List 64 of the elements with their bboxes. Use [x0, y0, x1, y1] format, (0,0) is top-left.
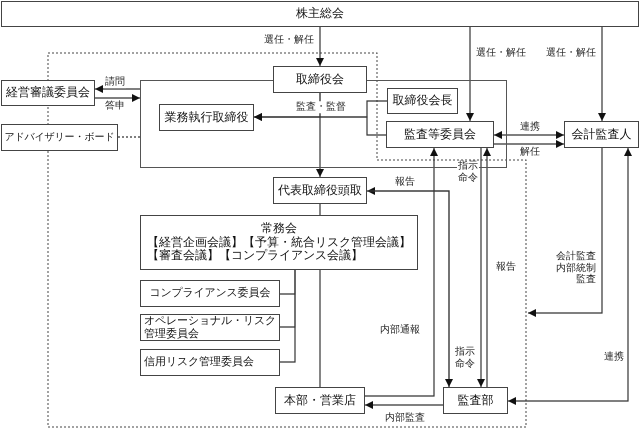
arrow — [466, 27, 474, 121]
edge-label: 選任・解任 — [545, 47, 597, 59]
arrow — [528, 148, 603, 317]
org-box — [1, 124, 118, 151]
box-label: コンプライアンス委員会 — [150, 287, 270, 300]
box-label: 会計監査人 — [572, 128, 632, 142]
arrow — [477, 148, 485, 387]
org-box — [1, 1, 639, 27]
box-label: 監査部 — [458, 394, 494, 408]
box-label: 業務執行取締役 — [164, 110, 248, 124]
edge-label: 指示命令 — [457, 160, 479, 184]
org-box — [140, 349, 280, 376]
edge-label: 解任 — [519, 146, 541, 158]
box-label: アドバイザリー・ボード — [4, 132, 114, 144]
arrow — [494, 131, 564, 139]
arrow — [95, 85, 140, 93]
arrow — [365, 148, 438, 397]
box-label: 取締役会長 — [392, 94, 452, 108]
org-box — [273, 66, 367, 93]
arrow — [316, 27, 324, 66]
org-box — [275, 387, 365, 414]
org-box — [159, 104, 254, 131]
org-box — [443, 387, 508, 414]
arrow — [483, 148, 491, 387]
org-box — [1, 80, 95, 106]
arrow — [598, 27, 606, 121]
arrow — [254, 113, 386, 136]
box-label: オペレーショナル・リスク管理委員会 — [144, 314, 276, 340]
edge-label: 連携 — [519, 121, 541, 133]
org-box — [140, 215, 418, 270]
edge-label: 会計監査内部統制監査 — [555, 250, 597, 286]
arrow — [95, 94, 140, 102]
org-box — [140, 280, 280, 307]
edge-label: 報告 — [495, 261, 517, 273]
connector-line — [118, 136, 140, 138]
connector-line — [280, 270, 296, 363]
edge-label: 監査・監督 — [295, 101, 347, 113]
box-label: 本部・営業店 — [284, 394, 356, 408]
edge-label: 請問 — [104, 76, 126, 88]
org-box — [386, 121, 494, 148]
arrow — [365, 401, 443, 409]
org-box — [273, 177, 367, 204]
arrow — [494, 140, 564, 148]
connector-line — [319, 204, 321, 215]
box-label: 株主総会 — [296, 7, 344, 21]
box-label: 取締役会 — [296, 72, 344, 86]
edge-label: 選任・解任 — [263, 34, 315, 46]
edge-label: 連携 — [603, 351, 625, 363]
box-label: 常務会 — [261, 222, 297, 236]
connector-line — [319, 270, 321, 387]
box-label: 信用リスク管理委員会 — [144, 356, 254, 369]
box-body-text: 【経営企画会議】【予算・統合リスク管理会議】【審査会議】【コンプライアンス会議】 — [146, 236, 412, 264]
box-label: 監査等委員会 — [404, 128, 476, 142]
edge-label: 内部監査 — [384, 412, 426, 424]
arrow — [508, 148, 632, 405]
org-box — [564, 121, 639, 148]
edge-label: 内部通報 — [379, 324, 421, 336]
edge-label: 答申 — [104, 100, 126, 112]
edge-label: 指示命令 — [454, 346, 476, 370]
edge-label: 選任・解任 — [475, 47, 527, 59]
org-box — [387, 88, 458, 114]
edge-label: 報告 — [394, 176, 416, 188]
box-label: 経営審議委員会 — [6, 86, 90, 100]
box-label: 代表取締役頭取 — [278, 184, 362, 198]
